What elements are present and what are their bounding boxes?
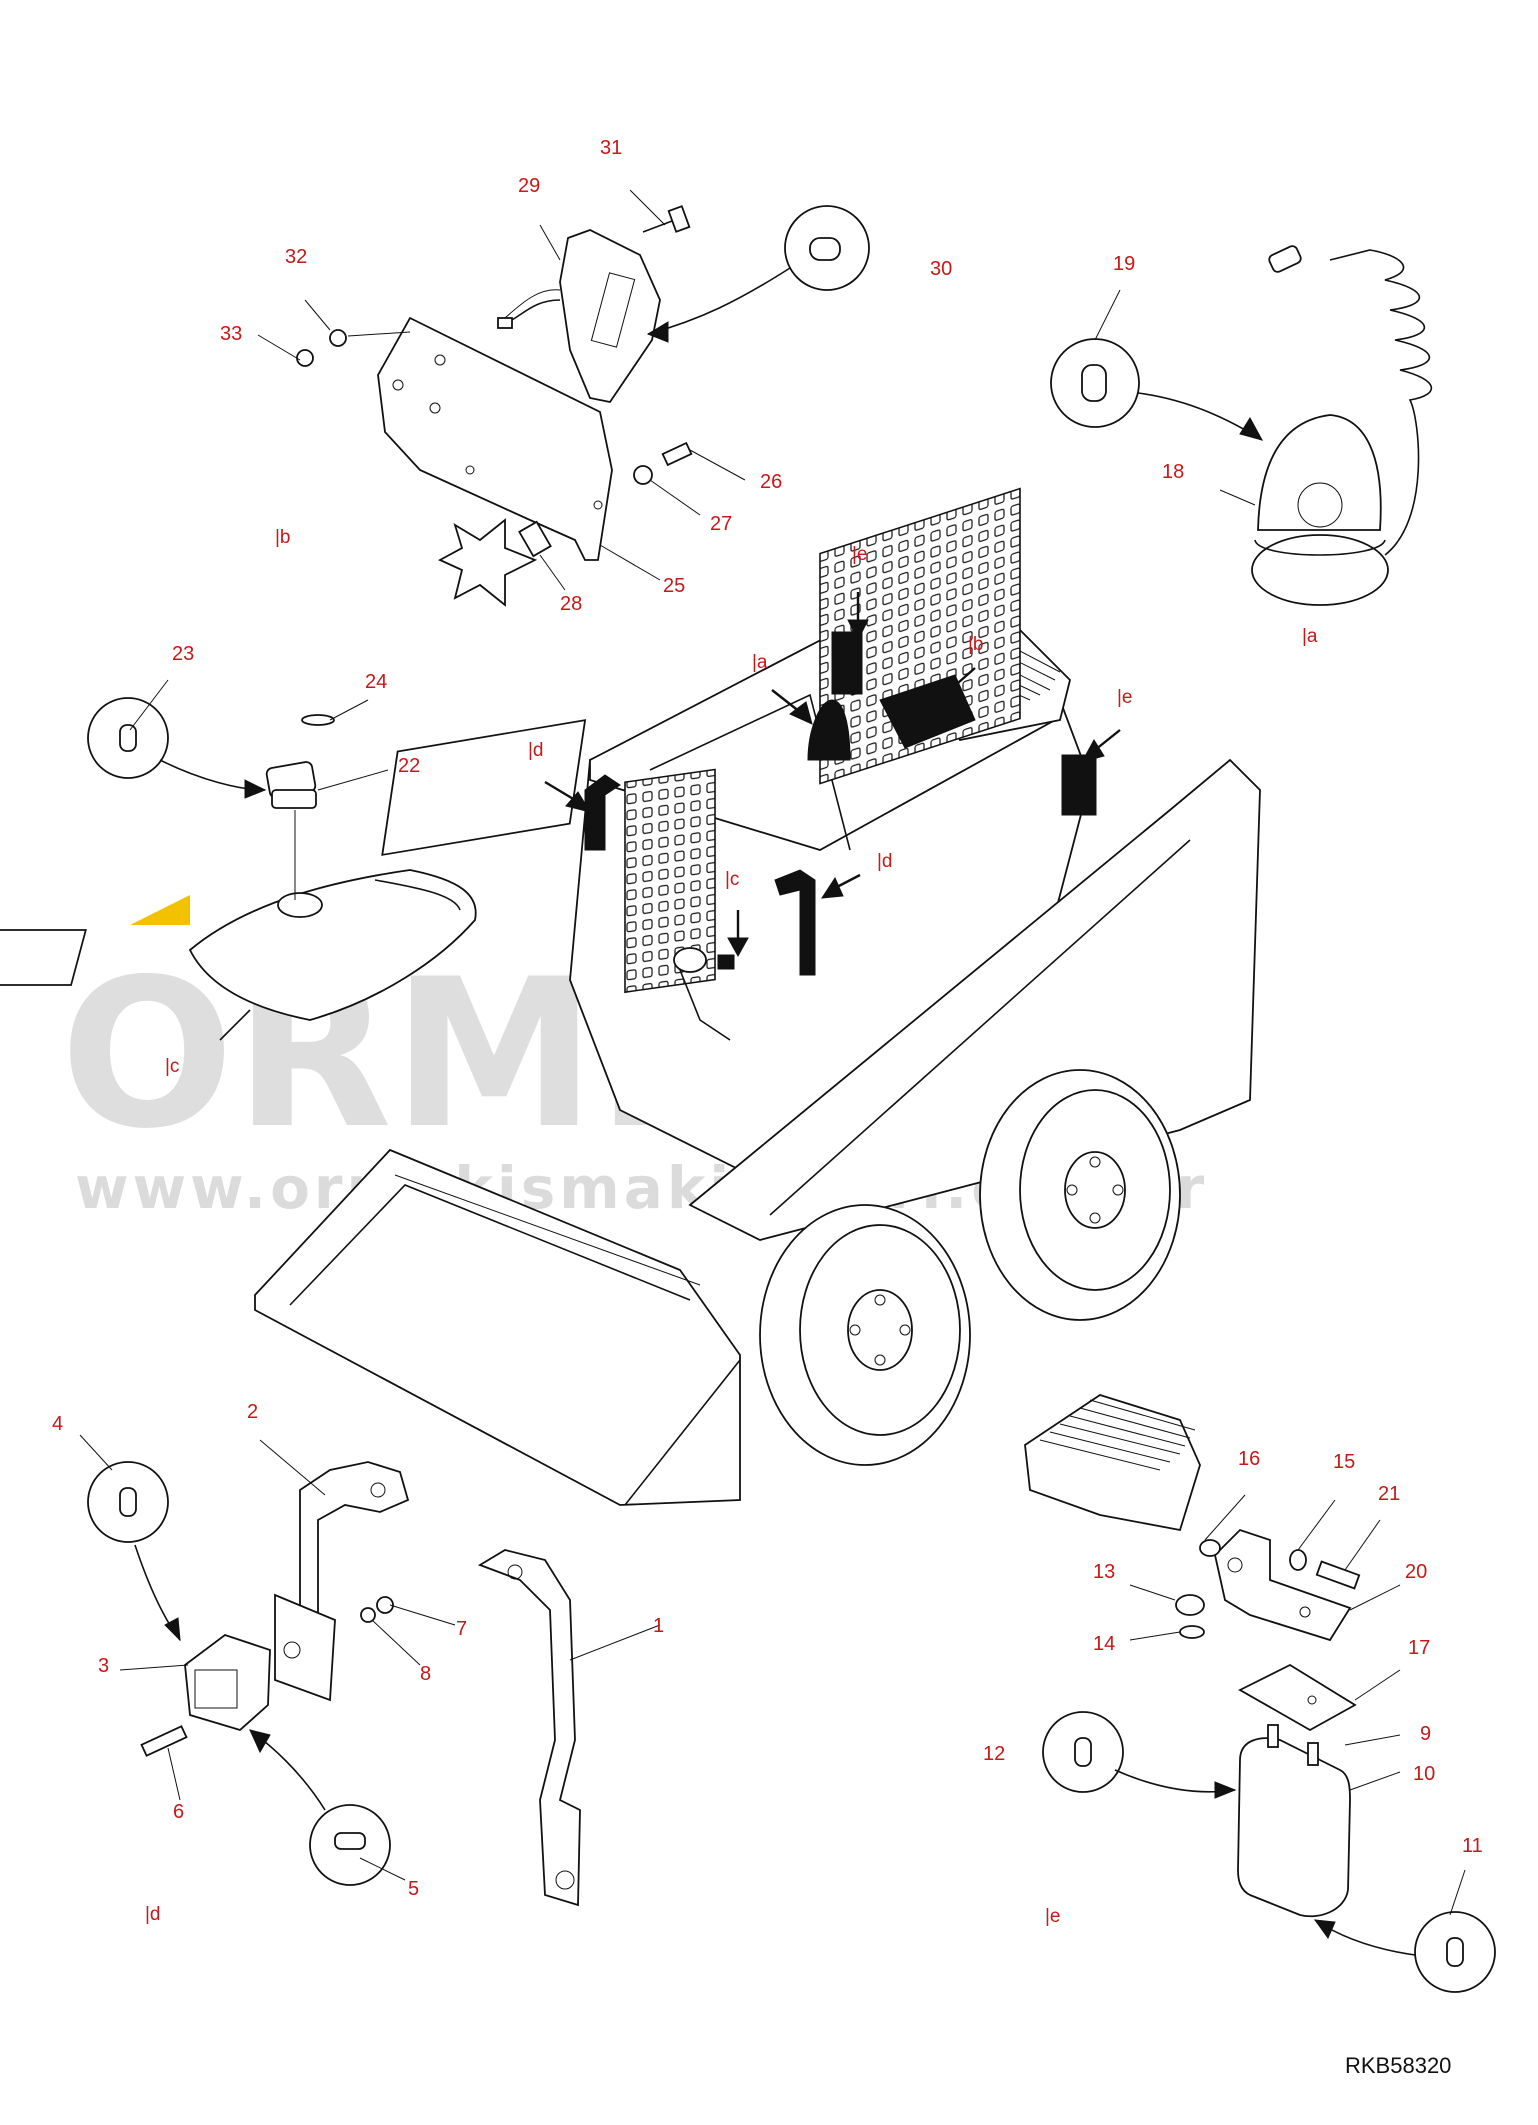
switch-location-marker [717, 954, 735, 970]
detail-e-rear-lamp [1024, 1394, 1496, 1993]
callout-14: 14 [1093, 1633, 1115, 1655]
bucket [254, 1148, 741, 1506]
section-label-d-machine: |d [528, 740, 544, 761]
section-label-b-detail: |b [275, 527, 291, 548]
section-label-e-machine-right: |e [1117, 687, 1133, 708]
section-label-c-detail: |c [165, 1056, 179, 1077]
cab-front-mesh [624, 768, 716, 994]
callout-13: 13 [1093, 1561, 1115, 1583]
callout-30: 30 [930, 258, 952, 280]
lamp-mounting-plate [377, 316, 613, 561]
beacon-location-marker [807, 699, 851, 761]
callout-23: 23 [172, 643, 194, 665]
section-label-d-detail: |d [145, 1904, 161, 1925]
beacon-dome [1257, 414, 1382, 531]
rear-lamp-location-marker-1 [831, 631, 863, 695]
callout-10: 10 [1413, 1763, 1435, 1785]
callout-17: 17 [1408, 1637, 1430, 1659]
callout-12: 12 [983, 1743, 1005, 1765]
section-label-c-machine: |c [725, 869, 739, 890]
callout-28: 28 [560, 593, 582, 615]
lamp-bracket-long [477, 1549, 581, 1907]
rear-lamp-bracket [1214, 1528, 1352, 1642]
callout-5: 5 [408, 1878, 419, 1900]
rear-wheel [979, 1069, 1181, 1321]
section-label-e-detail: |e [1045, 1906, 1061, 1927]
control-console [188, 869, 477, 1021]
callout-7: 7 [456, 1618, 467, 1640]
callout-9: 9 [1420, 1723, 1431, 1745]
detail-c-switch [0, 679, 477, 1041]
callout-19: 19 [1113, 253, 1135, 275]
callout-11: 11 [1462, 1835, 1483, 1857]
detail-d-front-lamp [79, 1434, 661, 1907]
callout-2: 2 [247, 1401, 258, 1423]
beacon-base [1251, 534, 1389, 606]
callout-4: 4 [52, 1413, 63, 1435]
callout-3: 3 [98, 1655, 109, 1677]
section-label-d-machine-2: |d [877, 851, 893, 872]
section-labels: |a |b |c |d |e |a |b |c |d |e |e |d [145, 527, 1318, 1927]
callout-31: 31 [600, 137, 622, 159]
skid-steer-loader [254, 487, 1261, 1506]
callout-20: 20 [1405, 1561, 1427, 1583]
callout-18: 18 [1162, 461, 1184, 483]
detail-a-beacon [1050, 245, 1433, 606]
location-arrows [544, 592, 1121, 958]
front-work-lamp [184, 1633, 271, 1732]
callout-32: 32 [285, 246, 307, 268]
front-lamp-location-marker-2 [774, 869, 816, 976]
rear-lamp-gasket [1238, 1663, 1357, 1732]
callout-16: 16 [1238, 1448, 1260, 1470]
section-label-a-detail: |a [1302, 626, 1318, 647]
engine-cover-detail [1024, 1394, 1201, 1532]
lamp-gasket [437, 518, 538, 607]
rear-lamp-location-marker-2 [1061, 754, 1097, 816]
front-wheel [759, 1204, 971, 1466]
watermark-accent-triangle [130, 895, 190, 925]
front-lamp-location-marker-1 [584, 774, 621, 851]
callout-21: 21 [1378, 1483, 1400, 1505]
section-label-a-machine: |a [752, 652, 768, 673]
callout-24: 24 [365, 671, 387, 693]
work-lamp-housing [559, 229, 661, 403]
section-label-e-machine-top: |e [852, 544, 868, 565]
beacon-coiled-cable [1329, 249, 1433, 556]
callout-29: 29 [518, 175, 540, 197]
figure-reference: RKB58320 [1345, 2053, 1451, 2078]
callout-6: 6 [173, 1801, 184, 1823]
callout-22: 22 [398, 755, 420, 777]
callout-1: 1 [653, 1615, 664, 1637]
callout-33: 33 [220, 323, 242, 345]
callout-15: 15 [1333, 1451, 1355, 1473]
section-label-b-machine: |b [968, 634, 984, 655]
callout-8: 8 [420, 1663, 431, 1685]
callout-26: 26 [760, 471, 782, 493]
detail-b-work-lamp [257, 189, 870, 607]
callout-25: 25 [663, 575, 685, 597]
part-number-callouts: 1 2 3 4 5 6 7 8 9 10 11 12 13 14 15 16 1… [52, 137, 1483, 1900]
rear-work-lamp [1237, 1737, 1351, 1918]
callout-27: 27 [710, 513, 732, 535]
